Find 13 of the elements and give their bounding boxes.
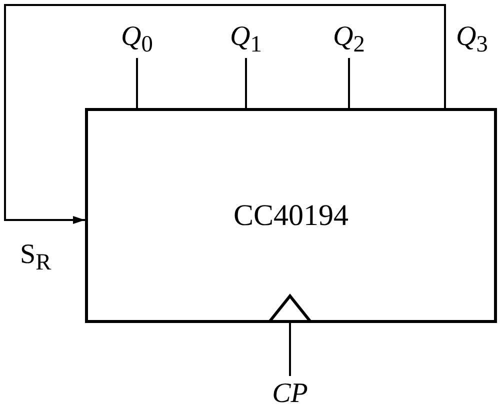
- pin-label: S$_{R}$: [20, 240, 52, 278]
- pin-label: Q$_{1}$: [221, 22, 271, 58]
- pin-line: [289, 323, 291, 376]
- pin-label: Q$_{3}$: [456, 22, 488, 60]
- pin-line: [245, 58, 247, 108]
- pin-label: CP: [262, 376, 318, 412]
- chip-name-text: CC40194: [233, 198, 349, 232]
- ic-block: [85, 108, 497, 323]
- pin-label: Q$_{0}$: [112, 22, 162, 58]
- pin-line: [136, 58, 138, 108]
- pin-line: [348, 58, 350, 108]
- pin-label: Q$_{2}$: [324, 22, 374, 58]
- feedback-arrow: [4, 4, 446, 224]
